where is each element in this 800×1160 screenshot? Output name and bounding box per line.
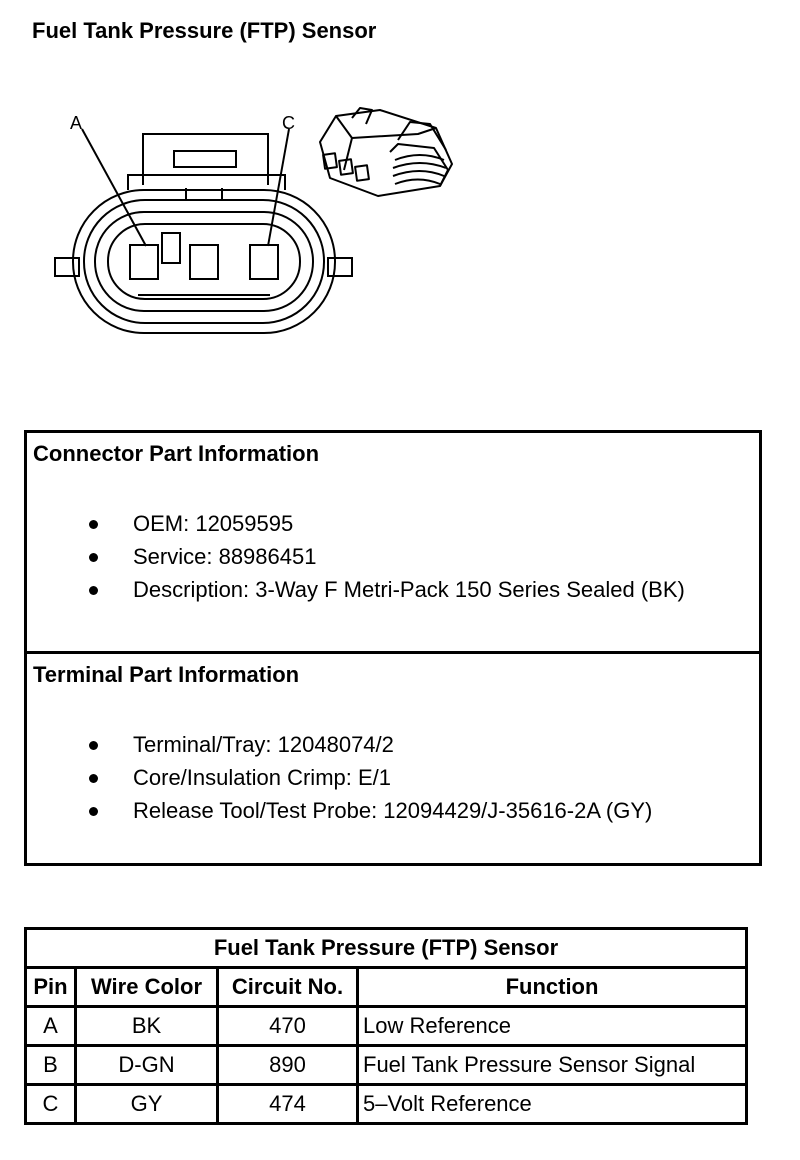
pin-label-c: C — [282, 113, 295, 133]
circuit-no-cell: 474 — [216, 1083, 359, 1125]
function-cell: Fuel Tank Pressure Sensor Signal — [356, 1044, 748, 1086]
circuit-no-cell: 890 — [216, 1044, 359, 1086]
list-item-text: Core/Insulation Crimp: E/1 — [133, 765, 391, 790]
wire-color-cell: GY — [74, 1083, 219, 1125]
bullet-icon — [89, 520, 98, 529]
bullet-icon — [89, 586, 98, 595]
table-row: C GY 474 5–Volt Reference — [24, 1083, 748, 1125]
bullet-icon — [89, 553, 98, 562]
column-header-function: Function — [356, 966, 748, 1008]
list-item-text: OEM: 12059595 — [133, 511, 294, 536]
list-item-text: Service: 88986451 — [133, 544, 317, 569]
function-cell: 5–Volt Reference — [356, 1083, 748, 1125]
pinout-table: Fuel Tank Pressure (FTP) Sensor Pin Wire… — [24, 927, 748, 1125]
wire-color-cell: D-GN — [74, 1044, 219, 1086]
table-row: A BK 470 Low Reference — [24, 1005, 748, 1047]
bullet-icon — [89, 774, 98, 783]
column-header-pin: Pin — [24, 966, 77, 1008]
wire-color-cell: BK — [74, 1005, 219, 1047]
list-item-text: Description: 3-Way F Metri-Pack 150 Seri… — [133, 577, 685, 602]
pin-cell: A — [24, 1005, 77, 1047]
bullet-icon — [89, 807, 98, 816]
part-info-box: Connector Part Information OEM: 12059595… — [24, 430, 762, 866]
table-caption-row: Fuel Tank Pressure (FTP) Sensor — [24, 927, 748, 969]
list-item-text: Terminal/Tray: 12048074/2 — [133, 732, 394, 757]
connector-info-heading: Connector Part Information — [33, 441, 320, 466]
connector-diagram: A C — [54, 107, 453, 334]
page-title: Fuel Tank Pressure (FTP) Sensor — [32, 18, 377, 43]
table-caption: Fuel Tank Pressure (FTP) Sensor — [24, 927, 748, 969]
table-row: B D-GN 890 Fuel Tank Pressure Sensor Sig… — [24, 1044, 748, 1086]
bullet-icon — [89, 741, 98, 750]
pin-cell: C — [24, 1083, 77, 1125]
function-cell: Low Reference — [356, 1005, 748, 1047]
column-header-wire-color: Wire Color — [74, 966, 219, 1008]
pin-label-a: A — [70, 113, 82, 133]
circuit-no-cell: 470 — [216, 1005, 359, 1047]
pin-cell: B — [24, 1044, 77, 1086]
connector-part-info: Connector Part Information OEM: 12059595… — [27, 433, 759, 651]
list-item-text: Release Tool/Test Probe: 12094429/J-3561… — [133, 798, 653, 823]
table-header-row: Pin Wire Color Circuit No. Function — [24, 966, 748, 1008]
column-header-circuit-no: Circuit No. — [216, 966, 359, 1008]
terminal-info-heading: Terminal Part Information — [33, 662, 300, 687]
terminal-part-info: Terminal Part Information Terminal/Tray:… — [27, 651, 759, 863]
